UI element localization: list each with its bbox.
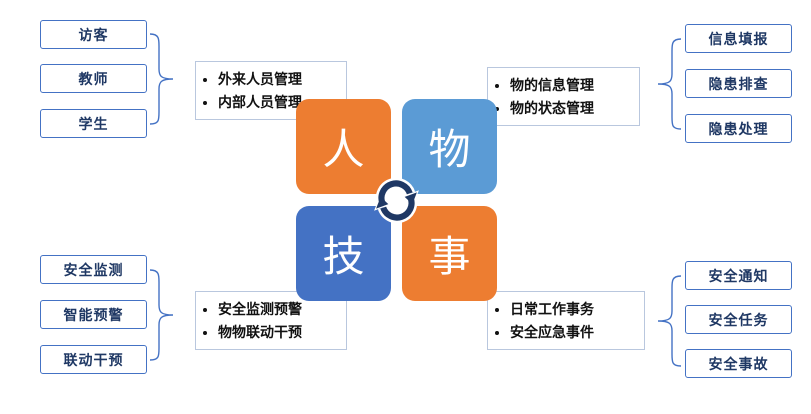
bullet-item: 安全监测预警 [218,298,302,321]
item-box-hazard-handle: 隐患处理 [685,114,792,143]
bullet-list: 日常工作事务 安全应急事件 [488,298,600,344]
item-box-linked-intervene: 联动干预 [40,345,147,374]
bullet-list: 外来人员管理 内部人员管理 [196,68,308,114]
quadrant-things: 物 [402,99,497,194]
item-box-info-report: 信息填报 [685,24,792,53]
quadrant-tech: 技 [296,206,391,301]
bullet-item: 安全应急事件 [510,321,594,344]
cycle-arrows-icon [374,177,419,224]
bullet-box-events-management: 日常工作事务 安全应急事件 [487,291,645,350]
bullet-item: 物的状态管理 [510,97,594,120]
item-box-safety-task: 安全任务 [685,305,792,334]
brace-connector-top-right [657,38,682,130]
bullet-item: 物的信息管理 [510,74,594,97]
item-box-safety-accident: 安全事故 [685,349,792,378]
item-box-hazard-check: 隐患排查 [685,69,792,98]
quadrant-events: 事 [402,206,497,301]
quadrant-people: 人 [296,99,391,194]
item-box-safety-monitor: 安全监测 [40,255,147,284]
bullet-item: 物物联动干预 [218,321,302,344]
item-box-student: 学生 [40,109,147,138]
brace-connector-bottom-right [657,275,682,367]
bullet-list: 物的信息管理 物的状态管理 [488,74,600,120]
item-box-smart-warning: 智能预警 [40,300,147,329]
item-box-teacher: 教师 [40,64,147,93]
item-box-visitor: 访客 [40,20,147,49]
brace-connector-top-left [149,33,174,125]
bullet-box-people-management: 外来人员管理 内部人员管理 [195,61,347,120]
item-box-safety-notice: 安全通知 [685,261,792,290]
brace-connector-bottom-left [149,269,174,361]
bullet-list: 安全监测预警 物物联动干预 [196,298,308,344]
bullet-item: 日常工作事务 [510,298,594,321]
bullet-item: 内部人员管理 [218,91,302,114]
bullet-item: 外来人员管理 [218,68,302,91]
bullet-box-things-management: 物的信息管理 物的状态管理 [487,67,640,126]
